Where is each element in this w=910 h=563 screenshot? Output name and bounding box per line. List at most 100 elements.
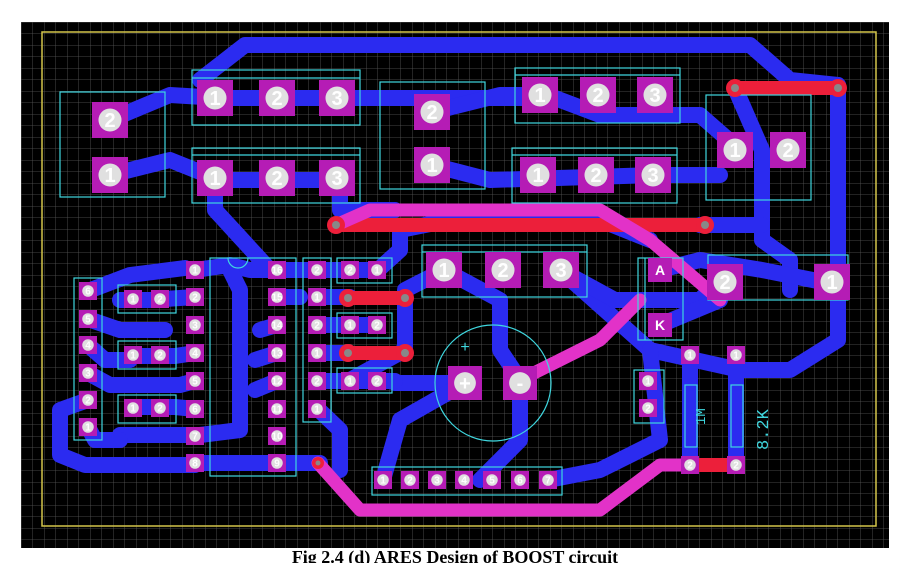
pad-label: 11 bbox=[272, 405, 283, 416]
pad-label: 2 bbox=[157, 351, 163, 362]
pad-label: 1 bbox=[104, 165, 115, 187]
pad-hole bbox=[189, 430, 201, 442]
pad-label: 1 bbox=[687, 351, 693, 362]
pad-hole bbox=[189, 375, 201, 387]
pad-label: 1 bbox=[826, 272, 837, 294]
pad-label: 15 bbox=[271, 293, 283, 304]
pad-hole bbox=[82, 313, 94, 325]
pad-hole bbox=[420, 100, 444, 124]
pad-label: 2 bbox=[347, 266, 353, 277]
pad-hole bbox=[98, 108, 122, 132]
pad-hole bbox=[127, 293, 139, 305]
top-tracks-magenta bbox=[311, 203, 727, 517]
pad-label: 2 bbox=[719, 272, 730, 294]
vias bbox=[312, 79, 847, 469]
pad-hole bbox=[684, 459, 696, 471]
pad-label: 1 bbox=[130, 404, 136, 415]
pad-hole bbox=[325, 86, 349, 110]
pad-hole bbox=[82, 394, 94, 406]
pad-hole bbox=[514, 474, 526, 486]
pad-label: 1 bbox=[380, 476, 386, 487]
pad-hole bbox=[189, 347, 201, 359]
pad-label: 1 bbox=[438, 260, 449, 282]
pad-label: 2 bbox=[157, 404, 163, 415]
pad-hole bbox=[344, 264, 356, 276]
pad-label: 1 bbox=[532, 165, 543, 187]
pad-label: 2 bbox=[733, 461, 739, 472]
pad-hole bbox=[271, 291, 283, 303]
pad-hole bbox=[189, 403, 201, 415]
pad-hole bbox=[432, 258, 456, 282]
pad-label: 1 bbox=[729, 140, 740, 162]
pad-label: 14 bbox=[271, 321, 283, 332]
pad-hole bbox=[491, 258, 515, 282]
pad-label: 2 bbox=[104, 110, 115, 132]
pad-label: 1 bbox=[314, 405, 320, 416]
pad-hole bbox=[371, 375, 383, 387]
pcb-layout: 211231232112312312123AK21+-1234567816151… bbox=[21, 22, 889, 548]
pad-label: 5 bbox=[85, 315, 91, 326]
pad-hole bbox=[311, 347, 323, 359]
pad-hole bbox=[82, 367, 94, 379]
pad-label: 3 bbox=[85, 369, 91, 380]
pad-label: 3 bbox=[192, 321, 198, 332]
pad-label: 12 bbox=[271, 377, 283, 388]
pad-hole bbox=[643, 83, 667, 107]
pad-hole bbox=[271, 403, 283, 415]
pad-hole bbox=[189, 319, 201, 331]
pad-hole bbox=[311, 319, 323, 331]
pad-label: 4 bbox=[461, 476, 467, 487]
pad-label: + bbox=[459, 373, 471, 395]
pad-hole bbox=[154, 402, 166, 414]
pad-label: A bbox=[655, 262, 665, 278]
pad-label: 2 bbox=[85, 396, 91, 407]
pad-label: 2 bbox=[271, 88, 282, 110]
pad-hole bbox=[509, 372, 531, 394]
pad-label: 6 bbox=[192, 405, 198, 416]
pad-hole bbox=[82, 421, 94, 433]
pad-label: 1 bbox=[85, 423, 91, 434]
pad-hole bbox=[154, 293, 166, 305]
figure-caption: Fig 2.4 (d) ARES Design of BOOST circuit bbox=[291, 547, 619, 563]
pad-label: 6 bbox=[517, 476, 523, 487]
pad-label: 3 bbox=[647, 165, 658, 187]
pad-hole bbox=[271, 375, 283, 387]
pad-label: 1 bbox=[209, 168, 220, 190]
pad-label: 1 bbox=[130, 351, 136, 362]
pad-hole bbox=[98, 163, 122, 187]
resistor-value-label: 8.2K bbox=[755, 408, 774, 450]
pad-label: 1 bbox=[733, 351, 739, 362]
pad-label: 1 bbox=[347, 321, 353, 332]
pad-hole bbox=[371, 264, 383, 276]
pad-hole bbox=[344, 319, 356, 331]
pad-hole bbox=[420, 153, 444, 177]
pad-hole bbox=[584, 163, 608, 187]
pad-hole bbox=[641, 163, 665, 187]
pad-label: 2 bbox=[314, 321, 320, 332]
pad-hole bbox=[684, 349, 696, 361]
pad-label: 9 bbox=[274, 459, 280, 470]
pad-label: 5 bbox=[489, 476, 495, 487]
pad-hole bbox=[776, 138, 800, 162]
pad-label: 2 bbox=[687, 461, 693, 472]
pad-label: 1 bbox=[314, 293, 320, 304]
pad-label: 6 bbox=[85, 287, 91, 298]
cap-polarity-label: + bbox=[460, 339, 470, 357]
pad-hole bbox=[730, 349, 742, 361]
pad-hole bbox=[404, 474, 416, 486]
pad-hole bbox=[549, 258, 573, 282]
pad-label: 1 bbox=[347, 377, 353, 388]
pad-hole bbox=[325, 166, 349, 190]
pad-hole bbox=[265, 166, 289, 190]
pad-label: 2 bbox=[157, 295, 163, 306]
pad-label: 2 bbox=[192, 293, 198, 304]
resistor-value-label: 1M bbox=[694, 408, 710, 425]
pad-label: 2 bbox=[407, 476, 413, 487]
pad-hole bbox=[271, 319, 283, 331]
pad-label: 2 bbox=[374, 377, 380, 388]
pad-hole bbox=[377, 474, 389, 486]
pad-hole bbox=[586, 83, 610, 107]
pad-label: 2 bbox=[314, 266, 320, 277]
pad-hole bbox=[271, 347, 283, 359]
